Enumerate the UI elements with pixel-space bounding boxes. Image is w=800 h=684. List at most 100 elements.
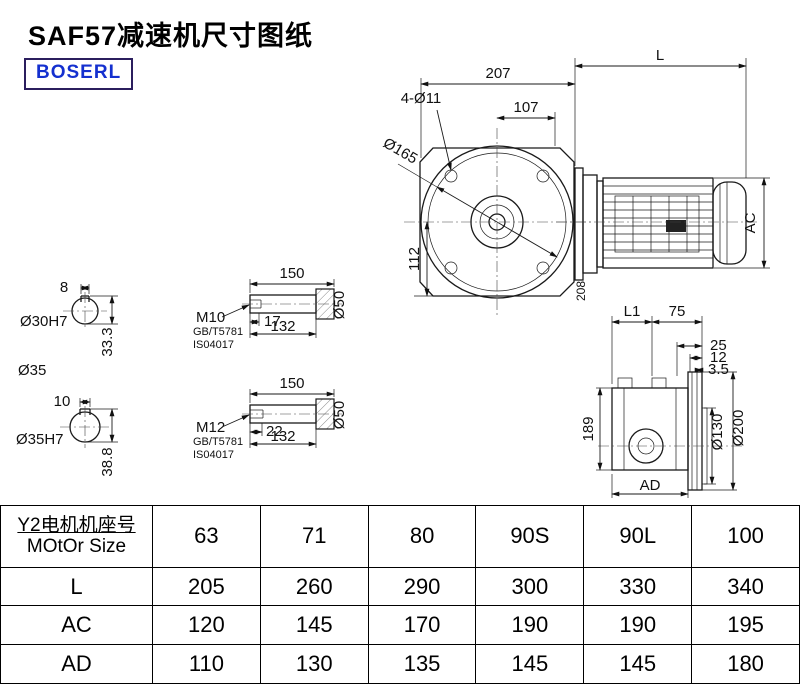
- bolt-hole: [536, 261, 550, 275]
- motor-size-value: 90S: [475, 505, 585, 568]
- cell-AC: 195: [691, 605, 800, 646]
- detail-a-standard1-label: GB/T5781: [193, 326, 243, 338]
- detail-b-thread-depth-label: 22: [266, 423, 283, 440]
- motor-flange-ring: [582, 174, 598, 274]
- table-header-label-cell: Y2电机机座号 MOtOr Size: [0, 505, 153, 568]
- page-title: SAF57减速机尺寸图纸: [28, 21, 314, 51]
- table-header-label-en: MOtOr Size: [26, 536, 127, 558]
- dimension-drawing: 207 L 107 4-Ø11 Ø165: [16, 47, 770, 498]
- motor-core-block: [666, 220, 686, 232]
- detail-a-thread-label: M10: [196, 309, 225, 326]
- flange-dia-label: Ø165: [380, 135, 420, 168]
- motor-size-value: 90L: [583, 505, 693, 568]
- dim-3-5-label: 3.5: [708, 361, 729, 378]
- bolt-hole: [444, 169, 458, 183]
- motor-stator-lines: [632, 196, 688, 252]
- dim-25-label: 25: [710, 337, 727, 354]
- motor-cooling-fins: [603, 185, 713, 259]
- motor-end-cap: [712, 181, 747, 265]
- cell-L: 260: [259, 566, 369, 607]
- detail-a-usable-length-label: 132: [270, 318, 295, 335]
- motor-size-value: 63: [152, 505, 261, 568]
- motor: [556, 167, 760, 281]
- cell-AC: 190: [583, 605, 693, 646]
- dim-AC: AC: [714, 177, 770, 269]
- bolt-hole: [536, 169, 550, 183]
- dim-flange-dia-label: Ø200: [730, 410, 747, 447]
- cell-AD: 145: [583, 644, 693, 684]
- dim-L: L: [574, 47, 747, 178]
- dim-L-label: L: [656, 47, 664, 64]
- cell-AD: 145: [475, 644, 585, 684]
- detail-b-standard2-label: IS04017: [193, 449, 234, 461]
- detail-b-standard1-label: GB/T5781: [193, 436, 243, 448]
- bore-b-label: Ø35H7: [16, 431, 64, 448]
- key-width-b-label: 10: [54, 393, 71, 410]
- cell-AD: 135: [367, 644, 477, 684]
- dim-112-label: 112: [406, 247, 423, 271]
- dim-189-label: 189: [580, 416, 597, 441]
- detail-a-hub-dia-label: Ø50: [331, 291, 348, 319]
- cell-L: 205: [152, 566, 261, 607]
- dim-107-label: 107: [513, 99, 538, 116]
- table-row-AD: AD 110 130 135 145 145 180: [0, 644, 800, 684]
- cell-L: 290: [367, 566, 477, 607]
- motor-flange-ring: [596, 180, 604, 268]
- detail-a-length-label: 150: [279, 265, 304, 282]
- drawing-area: SAF57减速机尺寸图纸 BOSERL: [16, 21, 770, 498]
- dim-AD-label: AD: [640, 477, 661, 494]
- dim-207: 207: [420, 58, 576, 166]
- cell-AC: 120: [152, 605, 261, 646]
- dim-112: 112: [406, 221, 434, 297]
- key-width-a-label: 8: [60, 279, 68, 296]
- side-boss: [617, 377, 633, 389]
- motor-flange-ring: [574, 167, 584, 281]
- table-header-label-cn: Y2电机机座号: [17, 515, 136, 537]
- table-header-row: Y2电机机座号 MOtOr Size 63 71 80 90S 90L 100: [0, 505, 800, 568]
- bore-a-label: Ø30H7: [20, 313, 68, 330]
- side-boss: [651, 377, 667, 389]
- detail-a-standard2-label: IS04017: [193, 339, 234, 351]
- table-row-L: L 205 260 290 300 330 340: [0, 566, 800, 607]
- housing-outline: [419, 147, 575, 297]
- motor-size-value: 71: [259, 505, 369, 568]
- dim-flange-diameter: Ø165: [380, 135, 558, 258]
- cell-AD: 110: [152, 644, 261, 684]
- side-flange: [687, 371, 703, 491]
- cell-L: 300: [475, 566, 585, 607]
- dim-L1-label: L1: [624, 303, 641, 320]
- shaft-section-b: 10 Ø35H7 38.8: [16, 393, 118, 477]
- cell-AC: 145: [259, 605, 369, 646]
- cell-AD: 180: [691, 644, 800, 684]
- flange-outer-circle: [420, 145, 574, 299]
- table-row-AC: AC 120 145 170 190 190 195: [0, 605, 800, 646]
- motor-size-value: 80: [367, 505, 477, 568]
- row-label: AD: [0, 644, 153, 684]
- dim-107: 107: [496, 99, 556, 146]
- shaft-detail-b: 150 22 132 Ø50 M12 GB/T5781 IS0: [193, 375, 348, 461]
- key-height-a-label: 33.3: [99, 327, 116, 356]
- motor-size-table: Y2电机机座号 MOtOr Size 63 71 80 90S 90L 100 …: [0, 505, 800, 684]
- row-label: L: [0, 566, 153, 607]
- detail-b-hub-dia-label: Ø50: [331, 401, 348, 429]
- dim-spigot-dia-label: Ø130: [709, 414, 726, 451]
- dim-75-label: 75: [669, 303, 686, 320]
- motor-body: [602, 177, 714, 269]
- cell-AC: 190: [475, 605, 585, 646]
- cell-AC: 170: [367, 605, 477, 646]
- side-view: L1 75 25 12 3.5 189 Ø130: [580, 303, 747, 498]
- bolt-holes-callout: 4-Ø11: [401, 90, 452, 171]
- dim-207-label: 207: [485, 65, 510, 82]
- dim-AC-label: AC: [742, 212, 759, 233]
- shaft-diameter-label: Ø35: [18, 362, 46, 379]
- boserl-logo: BOSERL: [24, 58, 134, 90]
- motor-size-value: 100: [691, 505, 800, 568]
- dim-208-label: 208: [574, 281, 588, 301]
- detail-a-thread-depth-label: 17: [264, 313, 281, 330]
- bolt-hole: [444, 261, 458, 275]
- bolt-holes-label: 4-Ø11: [401, 90, 442, 107]
- detail-b-thread-label: M12: [196, 419, 225, 436]
- motor-stator: [614, 195, 700, 253]
- cell-AD: 130: [259, 644, 369, 684]
